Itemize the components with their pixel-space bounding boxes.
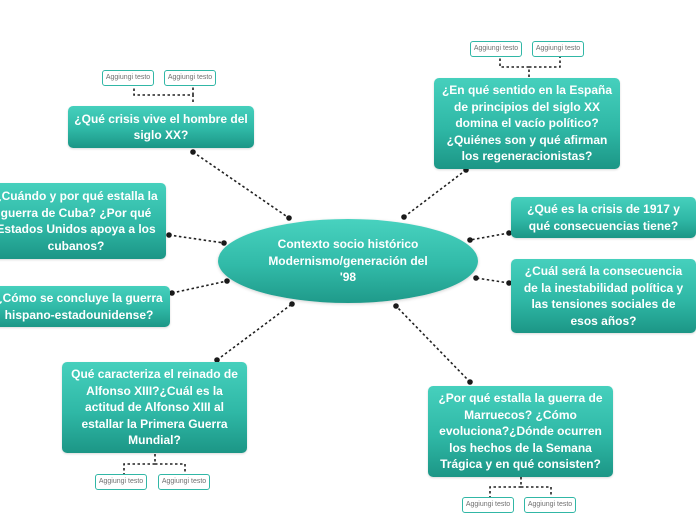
- add-text-placeholder[interactable]: Aggiungi testo: [524, 497, 576, 513]
- dot-guerra-cuba-a: [166, 232, 172, 238]
- connector-marruecos: [395, 305, 471, 383]
- bracket-marruecos: [489, 477, 552, 497]
- dot-crisis-hombre-b: [286, 215, 292, 221]
- topic-label: ¿Cuándo y por qué estalla la guerra de C…: [0, 189, 158, 253]
- add-text-placeholder[interactable]: Aggiungi testo: [532, 41, 584, 57]
- dot-marruecos-b: [393, 303, 399, 309]
- topic-label: ¿Por qué estalla la guerra de Marruecos?…: [438, 391, 603, 472]
- dot-guerra-hispano-b: [224, 278, 230, 284]
- bracket-crisis-hombre: [133, 87, 194, 102]
- connector-vacio-politico: [403, 169, 467, 218]
- add-text-placeholder[interactable]: Aggiungi testo: [470, 41, 522, 57]
- dot-marruecos-a: [467, 379, 473, 385]
- dot-crisis-hombre-a: [190, 149, 196, 155]
- dot-guerra-cuba-b: [221, 240, 227, 246]
- topic-label: ¿Qué crisis vive el hombre del siglo XX?: [74, 111, 248, 143]
- dot-alfonso-xiii-b: [289, 301, 295, 307]
- dot-inestabilidad-b: [473, 275, 479, 281]
- connector-crisis-hombre: [192, 151, 290, 219]
- dot-alfonso-xiii-a: [214, 357, 220, 363]
- topic-crisis-hombre[interactable]: ¿Qué crisis vive el hombre del siglo XX?: [68, 106, 254, 148]
- add-text-placeholder[interactable]: Aggiungi testo: [158, 474, 210, 490]
- central-topic[interactable]: Contexto socio histórico Modernismo/gene…: [218, 219, 478, 303]
- topic-label: ¿En qué sentido en la España de principi…: [441, 83, 613, 164]
- topic-guerra-hispano[interactable]: ¿Cómo se concluye la guerra hispano-esta…: [0, 286, 170, 327]
- topic-crisis-1917[interactable]: ¿Qué es la crisis de 1917 y qué consecue…: [511, 197, 696, 238]
- dot-crisis-1917-b: [467, 237, 473, 243]
- connector-guerra-cuba: [168, 234, 225, 244]
- add-text-placeholder[interactable]: Aggiungi testo: [102, 70, 154, 86]
- connector-crisis-1917: [469, 232, 510, 241]
- dot-inestabilidad-a: [506, 280, 512, 286]
- connector-alfonso-xiii: [216, 303, 293, 361]
- dot-guerra-hispano-a: [169, 290, 175, 296]
- bracket-alfonso-xiii: [123, 454, 186, 474]
- topic-guerra-cuba[interactable]: ¿Cuándo y por qué estalla la guerra de C…: [0, 183, 166, 259]
- topic-vacio-politico[interactable]: ¿En qué sentido en la España de principi…: [434, 78, 620, 169]
- topic-label: ¿Qué es la crisis de 1917 y qué consecue…: [527, 202, 680, 233]
- topic-inestabilidad[interactable]: ¿Cuál será la consecuencia de la inestab…: [511, 259, 696, 333]
- add-text-placeholder[interactable]: Aggiungi testo: [95, 474, 147, 490]
- add-text-placeholder[interactable]: Aggiungi testo: [164, 70, 216, 86]
- bracket-vacio-politico: [499, 57, 561, 77]
- topic-label: Qué caracteriza el reinado de Alfonso XI…: [71, 367, 238, 448]
- topic-marruecos[interactable]: ¿Por qué estalla la guerra de Marruecos?…: [428, 386, 613, 477]
- central-topic-label: Contexto socio histórico Modernismo/gene…: [268, 237, 428, 285]
- topic-label: ¿Cómo se concluye la guerra hispano-esta…: [0, 291, 163, 322]
- connector-guerra-hispano: [171, 280, 228, 294]
- topic-alfonso-xiii[interactable]: Qué caracteriza el reinado de Alfonso XI…: [62, 362, 247, 453]
- add-text-placeholder[interactable]: Aggiungi testo: [462, 497, 514, 513]
- dot-vacio-politico-b: [401, 214, 407, 220]
- topic-label: ¿Cuál será la consecuencia de la inestab…: [523, 264, 684, 328]
- connector-inestabilidad: [475, 277, 510, 284]
- dot-crisis-1917-a: [506, 230, 512, 236]
